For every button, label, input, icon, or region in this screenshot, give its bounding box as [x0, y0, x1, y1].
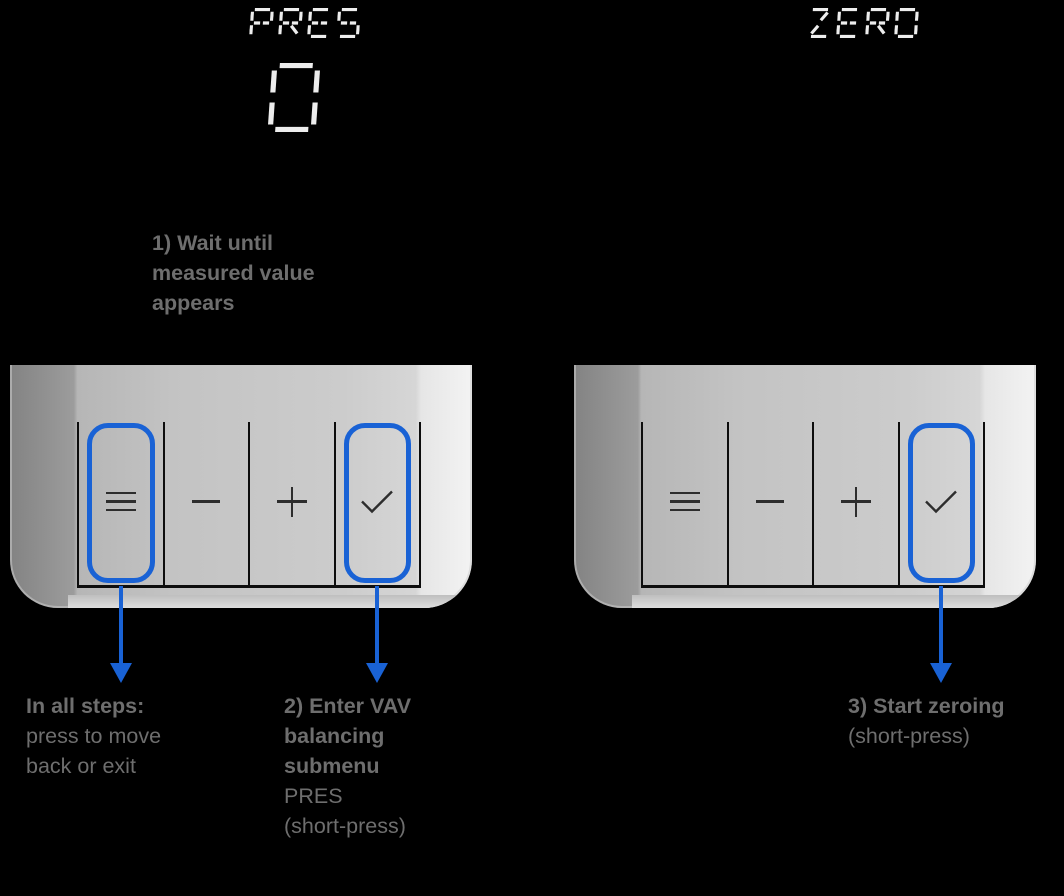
menu-note: In all steps: press to move back or exit — [26, 691, 161, 781]
lcd-menu-label-zero — [807, 8, 925, 38]
menu-note-line: press to move — [26, 724, 162, 748]
step2-line: (short-press) — [284, 814, 406, 838]
step1-line: appears — [152, 291, 235, 315]
lcd-menu-label-pres — [249, 8, 367, 38]
menu-icon — [669, 491, 700, 512]
check-icon — [925, 490, 958, 514]
minus-button[interactable] — [726, 422, 813, 585]
step3-line: 3) Start zeroing — [848, 694, 1005, 718]
minus-icon — [192, 500, 221, 503]
button-row — [641, 422, 985, 588]
step1-line: 1) Wait until — [152, 231, 274, 255]
lcd-measured-value — [267, 62, 330, 133]
step2-line: submenu — [284, 754, 380, 778]
step2-line: PRES — [284, 784, 343, 808]
step1-line: measured value — [152, 261, 315, 285]
step1-note: 1) Wait until measured value appears — [152, 228, 315, 318]
arrow-head — [366, 663, 388, 683]
step2-line: balancing — [284, 724, 385, 748]
minus-button[interactable] — [162, 422, 249, 585]
menu-note-line: back or exit — [26, 754, 136, 778]
check-icon — [361, 490, 394, 514]
plus-button[interactable] — [248, 422, 334, 585]
confirm-button[interactable] — [897, 422, 985, 585]
plus-icon — [276, 486, 307, 517]
step3-line: (short-press) — [848, 724, 970, 748]
arrow-head — [110, 663, 132, 683]
step2-note: 2) Enter VAV balancing submenu PRES (sho… — [284, 691, 411, 841]
plus-button[interactable] — [812, 422, 898, 585]
menu-button[interactable] — [77, 422, 163, 585]
room-controller-left — [10, 365, 472, 608]
step3-note: 3) Start zeroing (short-press) — [848, 691, 1005, 751]
minus-icon — [756, 500, 785, 503]
menu-button[interactable] — [641, 422, 727, 585]
arrow-head — [930, 663, 952, 683]
device-bottom-rim — [632, 595, 1036, 608]
room-controller-right — [574, 365, 1036, 608]
plus-icon — [840, 486, 871, 517]
confirm-button[interactable] — [333, 422, 421, 585]
arrow-confirm-button-left — [366, 586, 388, 684]
button-row — [77, 422, 421, 588]
device-bottom-rim — [68, 595, 472, 608]
arrow-menu-button — [110, 586, 132, 684]
menu-icon — [105, 491, 136, 512]
menu-note-line: In all steps: — [26, 694, 145, 718]
step2-line: 2) Enter VAV — [284, 694, 412, 718]
arrow-confirm-button-right — [930, 586, 952, 684]
